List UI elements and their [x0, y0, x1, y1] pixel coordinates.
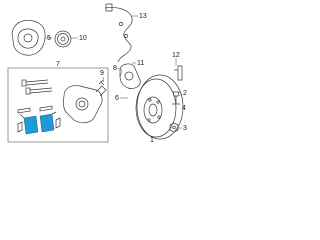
nut	[169, 122, 179, 133]
caliper-kit-box	[7, 67, 109, 143]
bracket-clip	[174, 65, 183, 81]
leader-lines	[45, 15, 183, 129]
caliper-housing	[63, 85, 107, 124]
callout-9: 9	[100, 70, 104, 77]
callout-10: 10	[79, 35, 87, 42]
callout-11: 11	[137, 60, 144, 67]
bleeder-screw	[98, 79, 105, 86]
brake-pads	[17, 111, 61, 135]
hub-bearing	[119, 63, 141, 89]
callout-13: 13	[139, 13, 147, 20]
callout-5: 5	[47, 35, 51, 42]
bolt	[172, 91, 180, 105]
callout-6: 6	[115, 95, 119, 102]
callout-1: 1	[150, 137, 154, 144]
callout-7: 7	[56, 61, 60, 68]
dust-shield	[11, 19, 46, 56]
callout-4: 4	[182, 105, 186, 112]
caliper-pins	[17, 105, 53, 114]
gasket-ring	[54, 30, 72, 48]
guide-pins	[21, 79, 53, 95]
callout-12: 12	[172, 52, 180, 59]
callout-3: 3	[183, 125, 187, 132]
brake-parts-diagram: 5 10 13 7 9 8 6 11 12 1 2 3 4	[7, 3, 187, 144]
abs-sensor-wire	[104, 3, 133, 63]
brake-rotor	[135, 74, 184, 140]
callout-8: 8	[113, 65, 117, 72]
callout-2: 2	[183, 90, 187, 97]
